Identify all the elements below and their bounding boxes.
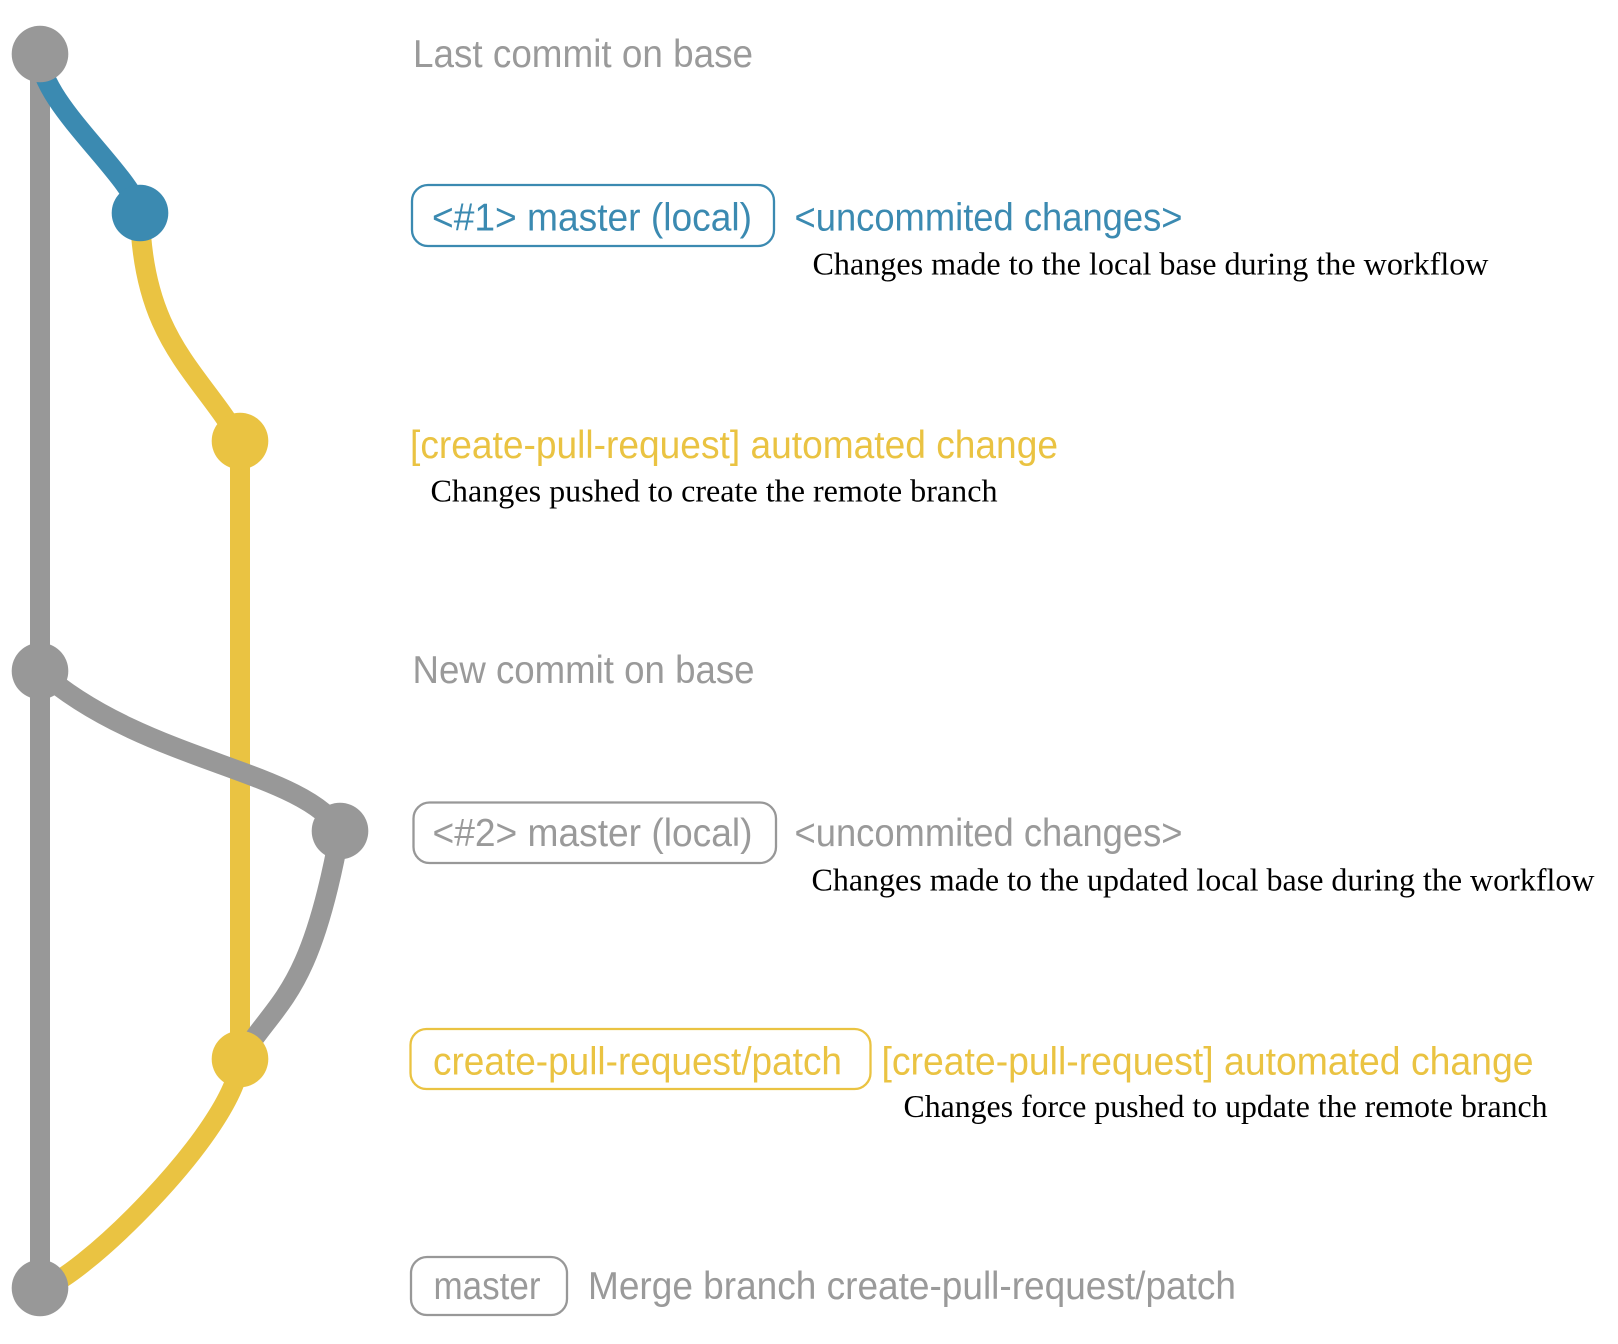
svg-text:[create-pull-request] automate: [create-pull-request] automated change (882, 1041, 1534, 1084)
svg-text:Merge branch create-pull-reque: Merge branch create-pull-request/patch (588, 1265, 1236, 1308)
svg-text:<#1> master (local): <#1> master (local) (432, 197, 752, 240)
svg-text:Changes made to the local base: Changes made to the local base during th… (813, 246, 1489, 282)
svg-text:create-pull-request/patch: create-pull-request/patch (433, 1041, 842, 1084)
svg-text:Changes pushed to create the r: Changes pushed to create the remote bran… (431, 473, 998, 509)
svg-text:Changes made to the updated lo: Changes made to the updated local base d… (812, 862, 1595, 898)
svg-text:Last commit on base: Last commit on base (413, 33, 753, 76)
svg-text:Changes force pushed to update: Changes force pushed to update the remot… (904, 1088, 1548, 1124)
svg-text:<uncommited changes>: <uncommited changes> (795, 812, 1183, 855)
svg-text:master: master (434, 1265, 541, 1308)
svg-text:[create-pull-request] automate: [create-pull-request] automated change (410, 424, 1058, 467)
svg-text:<uncommited changes>: <uncommited changes> (795, 197, 1183, 240)
svg-text:<#2> master (local): <#2> master (local) (433, 812, 753, 855)
svg-text:New commit on base: New commit on base (413, 649, 755, 692)
